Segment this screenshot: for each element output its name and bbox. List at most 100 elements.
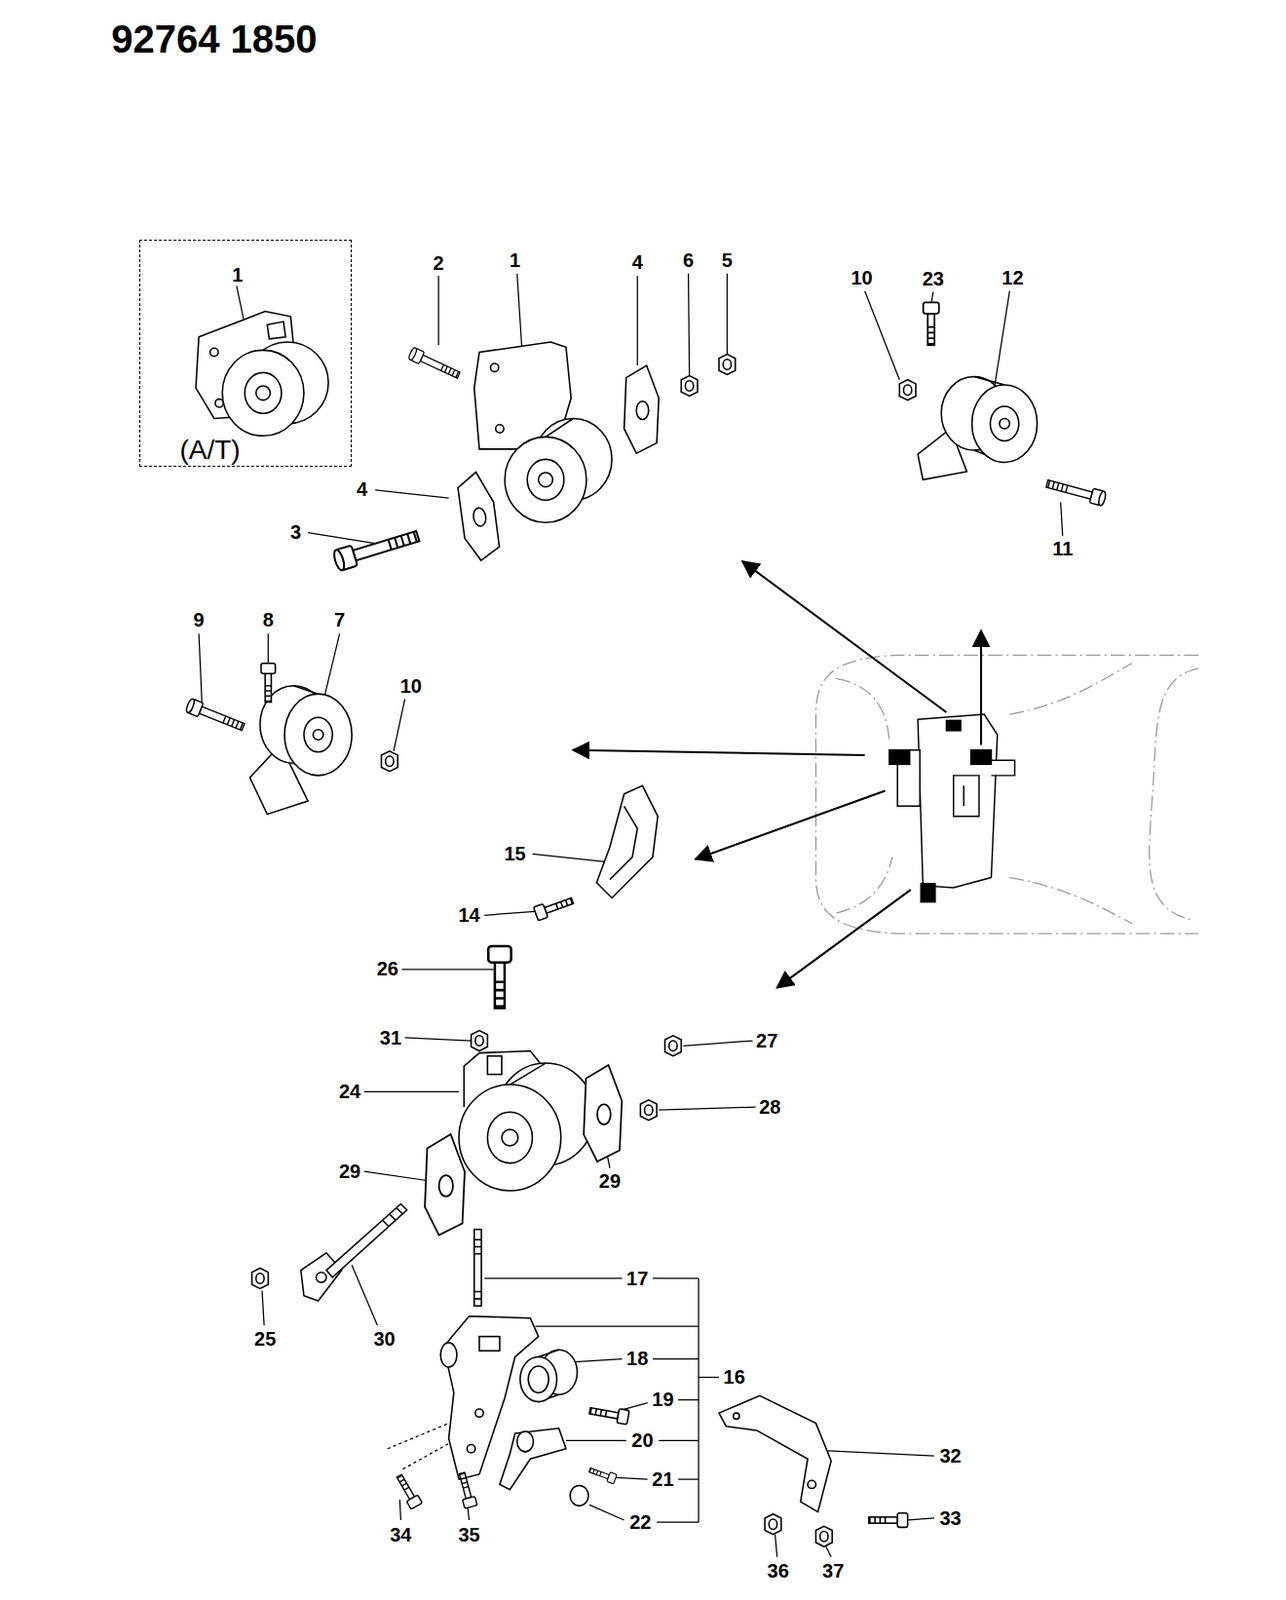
drawing-part <box>488 945 511 1009</box>
engine-block <box>889 714 1016 903</box>
callout-number: 32 <box>937 1445 963 1466</box>
drawing-part <box>437 275 439 345</box>
drawing-part <box>332 526 421 572</box>
drawing-part <box>980 630 983 745</box>
drawing-part <box>316 1272 327 1283</box>
callout-number: 26 <box>375 958 401 979</box>
drawing-part <box>284 693 352 776</box>
drawing-part <box>953 775 980 817</box>
drawing-part <box>906 1517 935 1520</box>
bushing-18 <box>520 1349 578 1401</box>
drawing-part <box>726 273 728 355</box>
drawing-part <box>865 291 901 380</box>
callout-number: 22 <box>627 1512 653 1532</box>
drawing-part <box>499 1428 567 1490</box>
drawing-part <box>637 275 639 366</box>
drawing-part <box>695 791 886 860</box>
drawing-part <box>364 1091 459 1093</box>
bracket-15 <box>596 785 658 898</box>
drawing-part <box>487 1111 532 1163</box>
callout-number: 18 <box>624 1348 650 1368</box>
drawing-part <box>261 663 276 703</box>
callout-number: 36 <box>765 1560 792 1581</box>
drawing-part <box>835 857 893 914</box>
drawing-part <box>382 1208 404 1227</box>
drawing-part <box>999 418 1010 429</box>
drawing-part <box>688 273 690 377</box>
callout-number: 34 <box>387 1524 414 1545</box>
callout-number: 3 <box>288 522 303 542</box>
drawing-part <box>471 1030 489 1052</box>
drawing-part <box>475 1408 484 1417</box>
callout-number: 5 <box>719 250 735 270</box>
drawing-part <box>399 1499 401 1520</box>
drawing-part <box>917 714 998 888</box>
drawing-part <box>380 751 398 772</box>
drawing-part <box>185 697 246 734</box>
mount-12 <box>917 377 1037 481</box>
callout-number: 23 <box>920 268 946 289</box>
drawing-part <box>945 719 961 730</box>
drawing-part <box>764 1513 782 1535</box>
drawing-part <box>479 1336 500 1352</box>
figure-number: 92764 1850 <box>109 19 319 59</box>
leader-lines <box>198 273 1063 1557</box>
drawing-part <box>680 376 698 397</box>
drawing-part <box>324 633 341 697</box>
callout-number: 20 <box>629 1430 655 1450</box>
drawing-part <box>775 1534 778 1557</box>
drawing-part <box>1045 476 1107 506</box>
callout-number: 7 <box>332 609 347 630</box>
drawing-part <box>440 1342 457 1367</box>
stud-17 <box>474 1229 482 1307</box>
callout-number: 27 <box>754 1030 780 1051</box>
drawing-part <box>474 1229 482 1307</box>
drawing-part <box>994 291 1011 388</box>
drawing-part <box>535 1325 699 1327</box>
mount-24 <box>458 1051 595 1191</box>
drawing-part <box>583 1064 622 1162</box>
callout-number: 16 <box>721 1366 748 1387</box>
drawing-part <box>899 379 916 401</box>
arm-20 <box>499 1428 567 1490</box>
drawing-part <box>244 372 282 414</box>
drawing-part <box>718 1395 832 1512</box>
callout-number: 14 <box>455 905 482 925</box>
callout-number: 1 <box>229 264 245 285</box>
drawing-part <box>307 532 379 545</box>
drawing-part <box>538 472 554 488</box>
mount-at <box>195 311 329 437</box>
drawing-part <box>682 1040 753 1046</box>
callout-number: 37 <box>820 1560 846 1581</box>
callout-number: 11 <box>1050 538 1075 559</box>
drawing-part <box>312 729 323 740</box>
drawing-part <box>517 273 523 353</box>
drawing-part <box>665 1035 682 1057</box>
drawing-part <box>527 458 565 500</box>
drawing-part <box>453 469 504 563</box>
variant-note: (A/T) <box>177 436 242 464</box>
washer-22 <box>569 1484 589 1506</box>
drawing-part <box>807 1479 816 1488</box>
drawing-part <box>624 365 660 454</box>
callout-number: 4 <box>354 479 370 499</box>
drawing-part <box>405 1037 472 1041</box>
drawing-part <box>698 1376 719 1378</box>
drawing-part <box>923 302 940 345</box>
drawing-part <box>1149 668 1199 921</box>
drawing-part <box>815 1525 833 1547</box>
drawing-part <box>466 1444 475 1453</box>
callout-number: 2 <box>431 253 447 273</box>
drawing-part <box>531 853 610 862</box>
variant-frame: 1 (A/T) <box>139 239 352 467</box>
callout-number: 4 <box>630 252 645 272</box>
drawing-part <box>971 750 992 765</box>
callout-number: 30 <box>372 1328 398 1349</box>
drawing-part <box>1060 501 1063 536</box>
drawing-part <box>491 363 499 372</box>
drawing-part <box>658 1106 756 1110</box>
drawing-part <box>504 436 587 523</box>
drawing-part <box>520 1357 558 1402</box>
callout-number: 24 <box>337 1081 363 1101</box>
mount-1 <box>474 341 612 523</box>
